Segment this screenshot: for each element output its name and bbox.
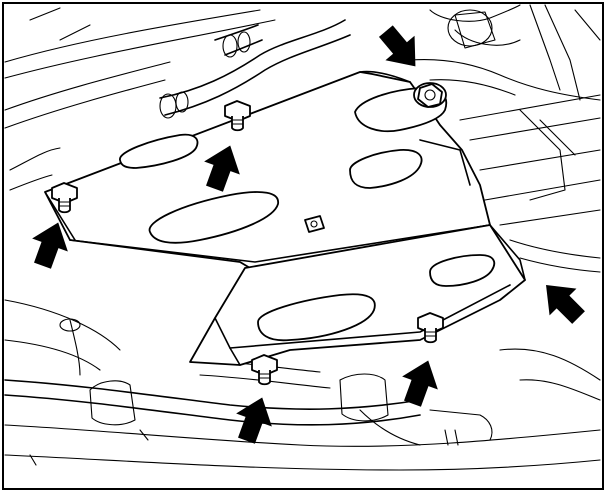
upper-shield-plate bbox=[44, 70, 491, 269]
bolt-top-right bbox=[413, 82, 447, 108]
nut-top-middle bbox=[224, 100, 251, 132]
underbody-background bbox=[4, 4, 601, 471]
nut-left bbox=[51, 182, 78, 214]
nut-bottom-right bbox=[417, 312, 444, 344]
lower-shield-plate bbox=[189, 224, 526, 366]
nut-bottom-left bbox=[251, 354, 278, 386]
